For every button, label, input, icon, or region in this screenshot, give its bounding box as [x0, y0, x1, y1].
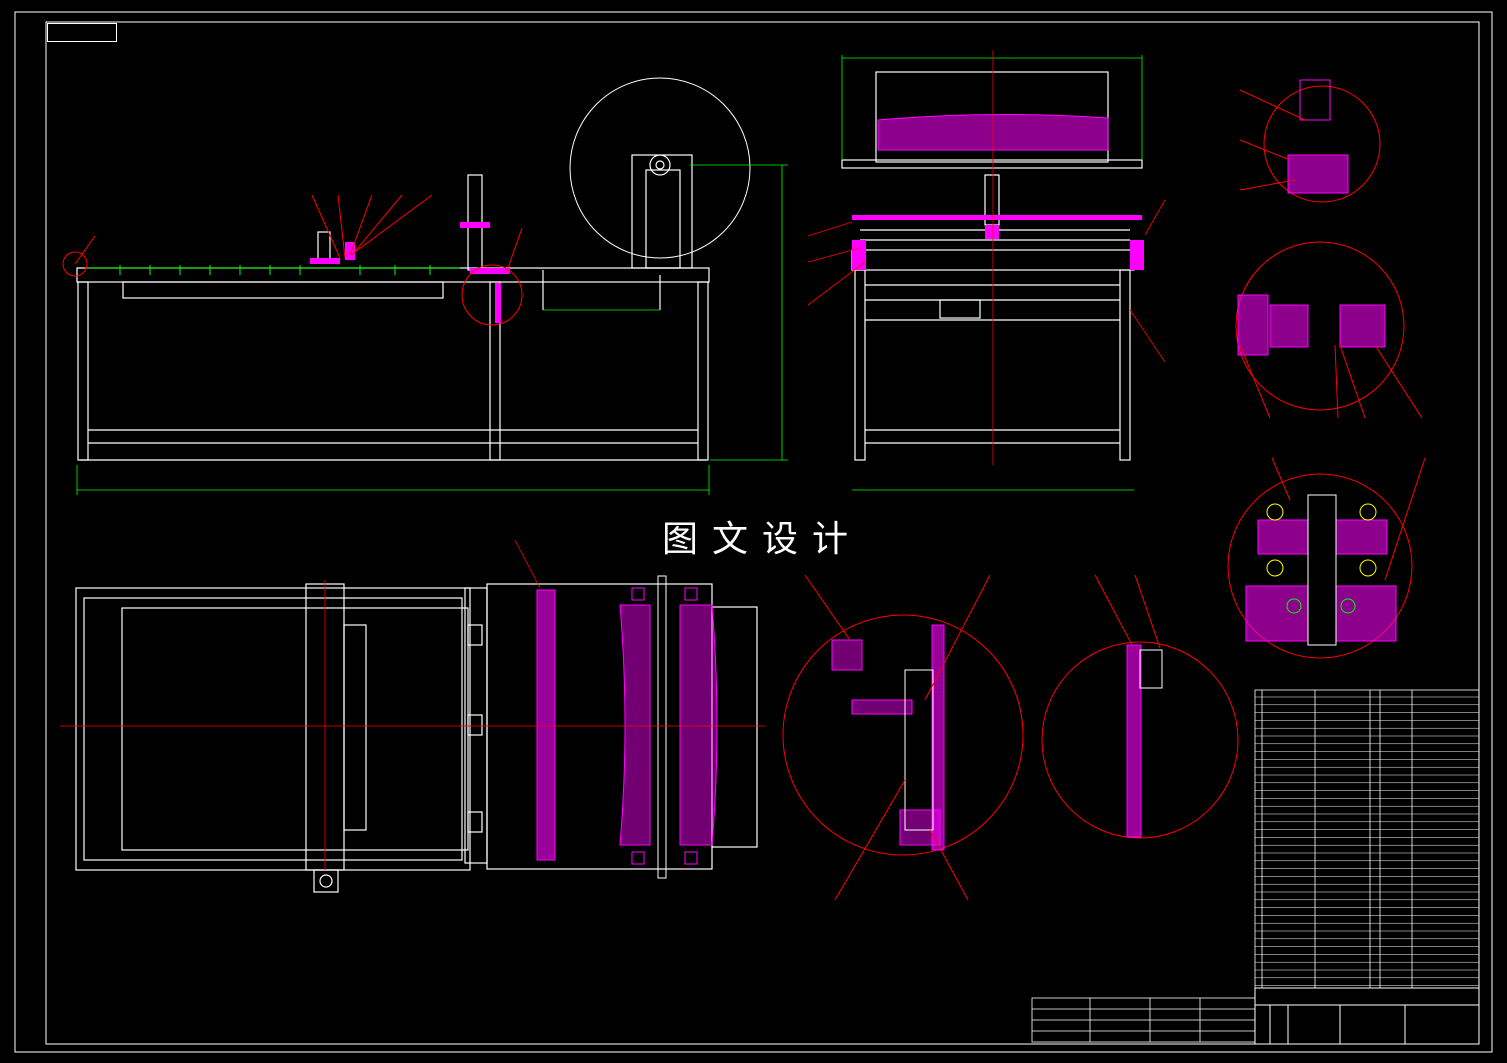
sheet-inner-border	[45, 21, 1480, 1045]
front-view-dimensions	[76, 164, 788, 495]
watermark-text: 图文设计	[662, 519, 863, 560]
parts-list-table	[1254, 689, 1480, 989]
detail-view-1	[1239, 79, 1381, 203]
front-view	[76, 77, 751, 461]
top-view-section	[536, 575, 718, 879]
front-view-leaders	[62, 194, 523, 326]
revision-table	[1031, 997, 1256, 1043]
detail-view-5	[1041, 574, 1239, 839]
front-view-section-parts	[310, 222, 510, 323]
top-view-centerline	[60, 539, 765, 870]
title-block	[1254, 987, 1480, 1045]
detail-view-4	[782, 574, 1024, 901]
top-view	[75, 583, 758, 893]
drawing-code-box	[47, 23, 117, 42]
side-view-dimensions	[841, 55, 1143, 491]
side-view-section-parts	[852, 215, 1144, 270]
parts-list-rows	[1255, 696, 1479, 986]
sheet-outer-border	[14, 11, 1493, 1053]
detail-view-3	[1227, 457, 1426, 659]
front-view-conveyor	[85, 265, 460, 275]
detail-view-2	[1235, 241, 1423, 419]
side-view-centerline	[807, 50, 1166, 465]
